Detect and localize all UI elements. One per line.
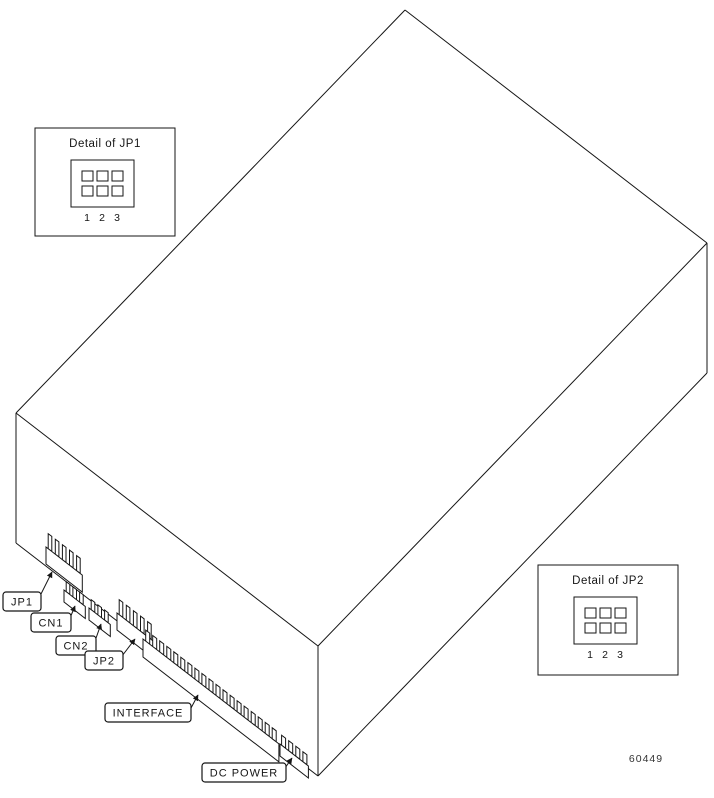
cn2-label-box xyxy=(55,635,97,656)
jp1-pin-number-2: 2 xyxy=(99,212,106,224)
figure-number: 60449 xyxy=(629,753,663,765)
interface-leader-line xyxy=(190,694,199,709)
interface-connector xyxy=(142,629,280,763)
jp2-label-box xyxy=(84,650,124,671)
jp2-pin-number-3: 3 xyxy=(617,649,624,661)
jp2-pin-square xyxy=(584,607,597,619)
interface-label: INTERFACE xyxy=(113,708,184,720)
jp1-pin-number-3: 3 xyxy=(114,212,121,224)
jp2-label: JP2 xyxy=(93,656,115,668)
jp1-pin-number-1: 1 xyxy=(84,212,91,224)
cn1-label-box xyxy=(30,612,72,633)
jp1-pin-square xyxy=(111,170,124,182)
cn2-label: CN2 xyxy=(63,641,88,653)
cn2-connector xyxy=(88,598,111,638)
detail-jp1-connector-outline xyxy=(70,159,135,208)
cn1-connector xyxy=(63,580,86,620)
callout-interface: INTERFACE xyxy=(104,702,192,723)
jp2-pin-square xyxy=(599,622,612,634)
detail-jp1-title: Detail of JP1 xyxy=(69,138,141,150)
dc-power-connector xyxy=(279,734,309,780)
jp2-pin-square xyxy=(614,622,627,634)
jp1-pin-square xyxy=(81,170,94,182)
jp1-pin-square xyxy=(111,185,124,197)
jp2-leader-line xyxy=(121,638,136,657)
jp1-pin-square xyxy=(96,185,109,197)
jp2-pin-number-2: 2 xyxy=(602,649,609,661)
jp2-pin-number-1: 1 xyxy=(587,649,594,661)
jp1-pin-square xyxy=(96,170,109,182)
dc-power-label: DC POWER xyxy=(210,768,279,780)
callout-cn1: CN1 xyxy=(30,612,72,633)
detail-jp2-connector-outline xyxy=(573,596,638,645)
jp1-pin-square xyxy=(81,185,94,197)
jp1-label-box xyxy=(2,591,42,612)
jp1-label: JP1 xyxy=(11,597,33,609)
jp2-pin-square xyxy=(599,607,612,619)
callout-cn2: CN2 xyxy=(55,635,97,656)
jp1-jumper-connector xyxy=(45,532,83,594)
detail-jp2-inset: Detail of JP2 1 2 3 xyxy=(537,564,679,676)
callout-dc-power: DC POWER xyxy=(201,762,287,783)
callout-jp2: JP2 xyxy=(84,650,124,671)
dc-power-label-box xyxy=(201,762,287,783)
jp1-leader-line xyxy=(39,571,53,597)
detail-jp2-title: Detail of JP2 xyxy=(572,575,644,587)
jp2-pin-square xyxy=(614,607,627,619)
callout-jp1: JP1 xyxy=(2,591,42,612)
interface-label-box xyxy=(104,702,192,723)
jp2-pin-square xyxy=(584,622,597,634)
cn1-label: CN1 xyxy=(38,618,63,630)
detail-jp1-inset: Detail of JP1 1 2 3 xyxy=(34,127,176,237)
